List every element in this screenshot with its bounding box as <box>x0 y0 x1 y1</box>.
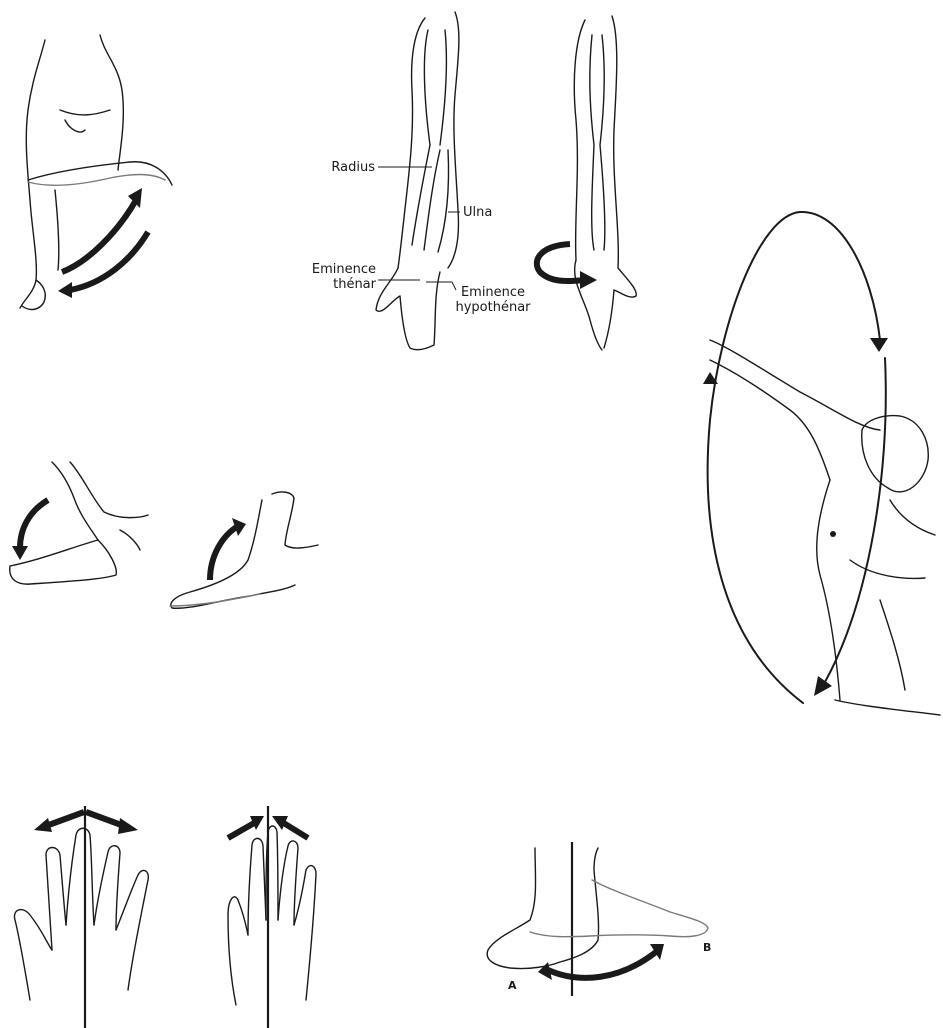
abduction-arrow-right <box>86 812 124 826</box>
abduction-arrow-left <box>46 812 84 826</box>
finger-adduction-figure <box>228 806 316 1028</box>
eminence-hypothenar-label: Eminence hypothénar <box>448 285 538 315</box>
adduction-arrow-right <box>282 822 308 838</box>
foot-rotation-figure <box>487 842 708 996</box>
ulna-label: Ulna <box>463 205 492 220</box>
foot-position-b-label: B <box>703 941 711 954</box>
forearm-pronation-figure <box>537 16 636 350</box>
finger-abduction-figure <box>14 806 148 1028</box>
foot-position-a-label: A <box>508 979 517 992</box>
foot-plantarflexion-figure <box>10 462 148 584</box>
eminence-thenar-line1: Eminence <box>268 262 376 277</box>
eminence-thenar-line2: thénar <box>268 277 376 292</box>
radius-label: Radius <box>300 160 375 175</box>
shoulder-circumduction-figure <box>703 212 940 715</box>
plantarflexion-arrow <box>20 500 48 548</box>
foot-dorsiflexion-figure <box>170 492 318 608</box>
foot-rotation-arrow <box>548 952 656 978</box>
pronation-arrow <box>537 244 584 281</box>
eminence-hypothenar-line1: Eminence <box>448 285 538 300</box>
dorsiflexion-arrow <box>210 526 238 580</box>
eminence-hypothenar-line2: hypothénar <box>448 300 538 315</box>
eminence-thenar-label: Eminence thénar <box>268 262 376 292</box>
adduction-arrow-left <box>228 822 256 838</box>
trunk-arm-rotation-figure <box>20 35 172 309</box>
